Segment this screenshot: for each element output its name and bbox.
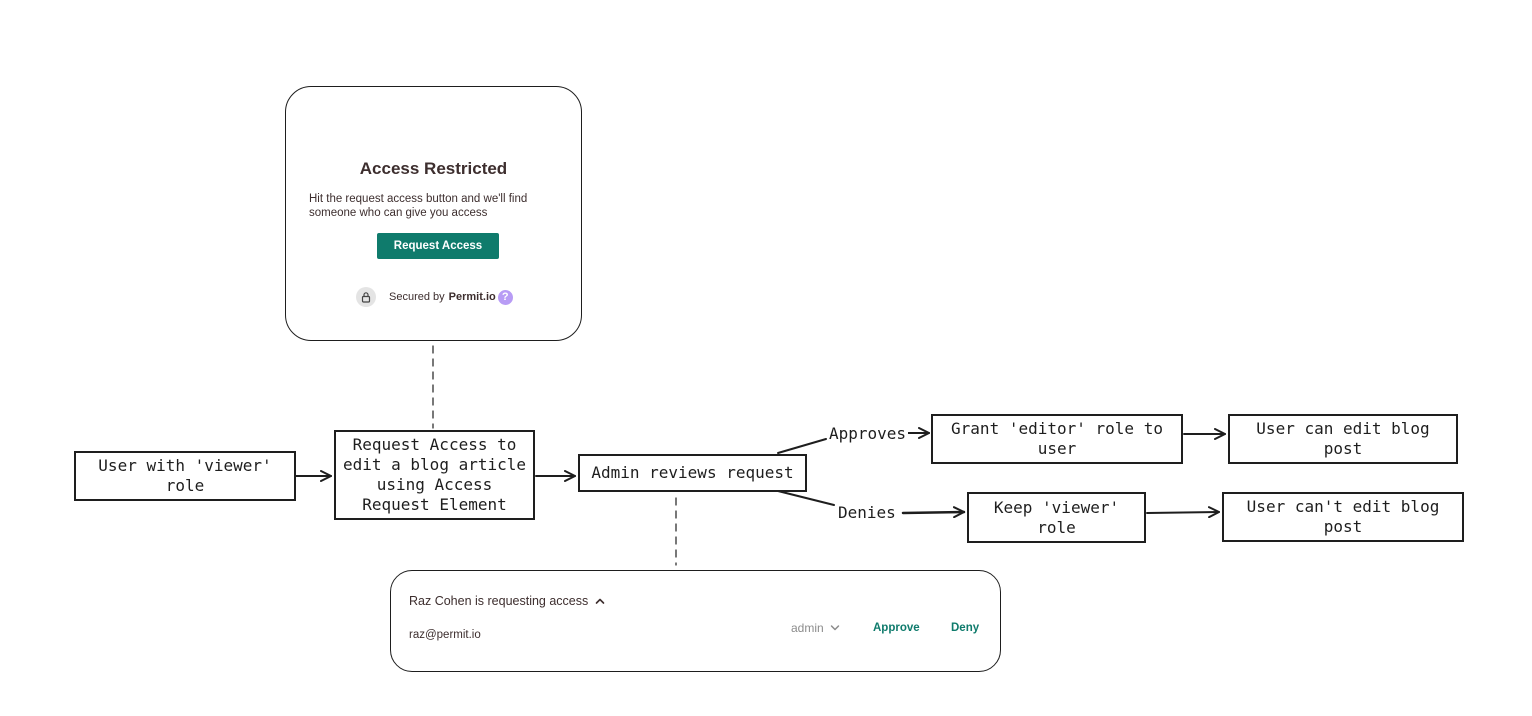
line-admin-to-denies — [777, 490, 835, 506]
user-can-edit-box: User can edit blog post — [1228, 414, 1458, 464]
admin-reviews-request-box: Admin reviews request — [578, 454, 807, 492]
role-select[interactable]: admin — [791, 621, 840, 635]
request-title: Raz Cohen is requesting access — [409, 594, 589, 608]
help-icon[interactable]: ? — [497, 289, 513, 305]
lock-icon — [356, 287, 376, 307]
access-request-review-panel: Raz Cohen is requesting access raz@permi… — [390, 570, 1001, 672]
permit-brand: Permit.io — [448, 291, 496, 303]
chevron-down-icon[interactable] — [830, 621, 840, 635]
request-access-element-box: Request Access to edit a blog article us… — [334, 430, 535, 520]
access-restricted-card: Access Restricted Hit the request access… — [285, 86, 582, 341]
user-cannot-edit-box: User can't edit blog post — [1222, 492, 1464, 542]
arrow-keep-to-cannot-edit — [1146, 506, 1220, 519]
request-access-button[interactable]: Request Access — [377, 233, 499, 259]
line-admin-to-approves — [777, 438, 827, 454]
user-viewer-role-box: User with 'viewer' role — [74, 451, 296, 501]
deny-button[interactable]: Deny — [951, 622, 980, 634]
access-restricted-title: Access Restricted — [359, 159, 508, 178]
role-select-value: admin — [791, 621, 824, 635]
approve-button[interactable]: Approve — [873, 622, 920, 634]
secured-by-text: Secured by — [389, 291, 445, 303]
requester-email: raz@permit.io — [409, 629, 481, 641]
keep-viewer-role-box: Keep 'viewer' role — [967, 492, 1146, 543]
denies-label: Denies — [836, 503, 898, 523]
grant-editor-role-box: Grant 'editor' role to user — [931, 414, 1183, 464]
secured-by-footer: Secured by Permit.io ? — [356, 287, 513, 307]
caret-up-icon[interactable] — [595, 594, 605, 608]
arrow-denies-to-keep — [901, 506, 966, 519]
access-restricted-description: Hit the request access button and we'll … — [309, 193, 528, 219]
approves-label: Approves — [827, 424, 909, 444]
request-title-row[interactable]: Raz Cohen is requesting access — [409, 594, 605, 608]
